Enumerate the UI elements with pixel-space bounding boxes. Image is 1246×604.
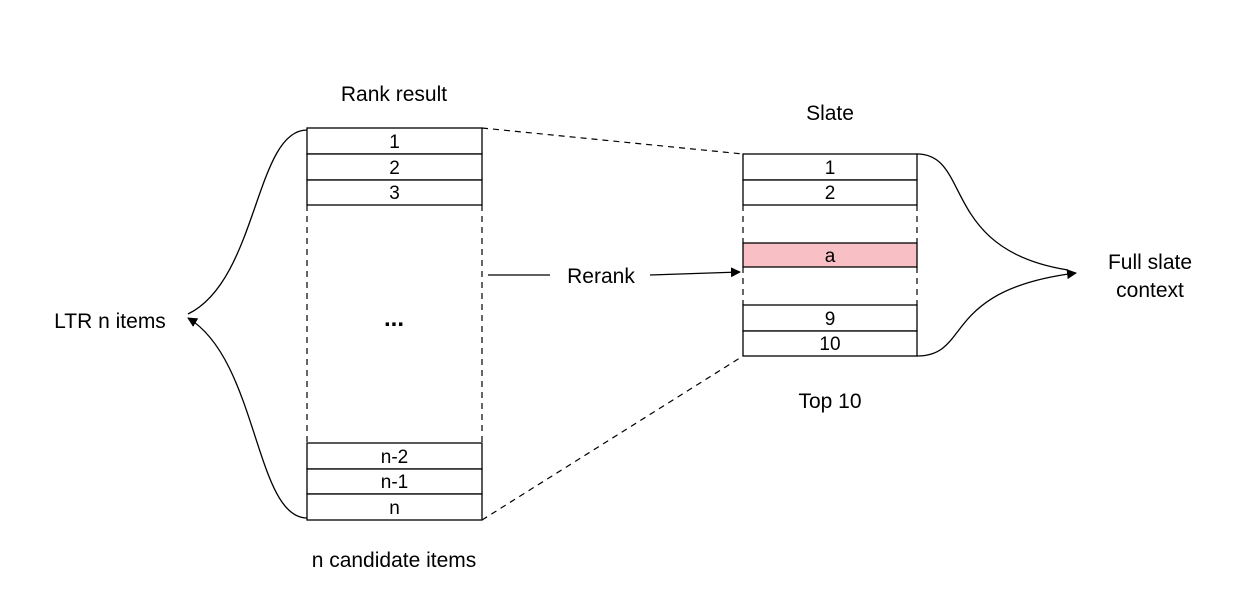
rank-result-title: Rank result [341, 83, 447, 106]
left-brace-lower-arrow [187, 317, 308, 519]
full-slate-label-line2: context [1116, 279, 1184, 302]
slate-cell-2-label: 2 [825, 183, 836, 204]
rank-cell-n [306, 493, 483, 521]
slate-list: 1 2 a 9 10 [742, 153, 918, 357]
slate-title: Slate [806, 102, 854, 125]
rerank-arrow-head [649, 267, 741, 278]
rank-cell-n-2 [306, 442, 483, 470]
rank-result-caption: n candidate items [312, 549, 477, 572]
rank-cell-3-label: 3 [389, 183, 400, 204]
slate-cell-a-highlighted [742, 242, 918, 268]
right-brace-upper [916, 153, 1069, 271]
left-brace-upper [187, 129, 308, 315]
rank-cell-3 [306, 179, 483, 206]
rank-result-list: 1 2 3 ... n-2 n-1 n [306, 127, 483, 521]
slate-cell-2 [742, 179, 918, 206]
rank-cell-n-1 [306, 468, 483, 495]
ltr-n-items-label: LTR n items [54, 310, 166, 333]
rank-ellipsis: ... [384, 305, 404, 332]
right-brace-lower-arrow [916, 269, 1077, 357]
slate-cell-10-label: 10 [819, 334, 840, 355]
rank-cell-1-label: 1 [389, 132, 400, 153]
full-slate-label-line1: Full slate [1108, 251, 1192, 274]
rank-cell-2-label: 2 [389, 158, 400, 179]
rank-cell-n-1-label: n-1 [381, 472, 408, 493]
slate-cell-a-label: a [825, 246, 836, 267]
slate-cell-10 [742, 330, 918, 357]
slate-cell-1-label: 1 [825, 158, 836, 179]
rank-cell-n-label: n [389, 498, 400, 519]
rerank-label: Rerank [567, 265, 635, 288]
rank-cell-n-2-label: n-2 [381, 447, 408, 468]
rank-cell-2 [306, 153, 483, 181]
slate-cell-9-label: 9 [825, 309, 836, 330]
zoom-line-bottom [481, 355, 744, 521]
rank-cell-1 [306, 127, 483, 155]
slate-caption: Top 10 [798, 390, 861, 413]
zoom-line-top [481, 127, 744, 155]
slate-cell-1 [742, 153, 918, 181]
